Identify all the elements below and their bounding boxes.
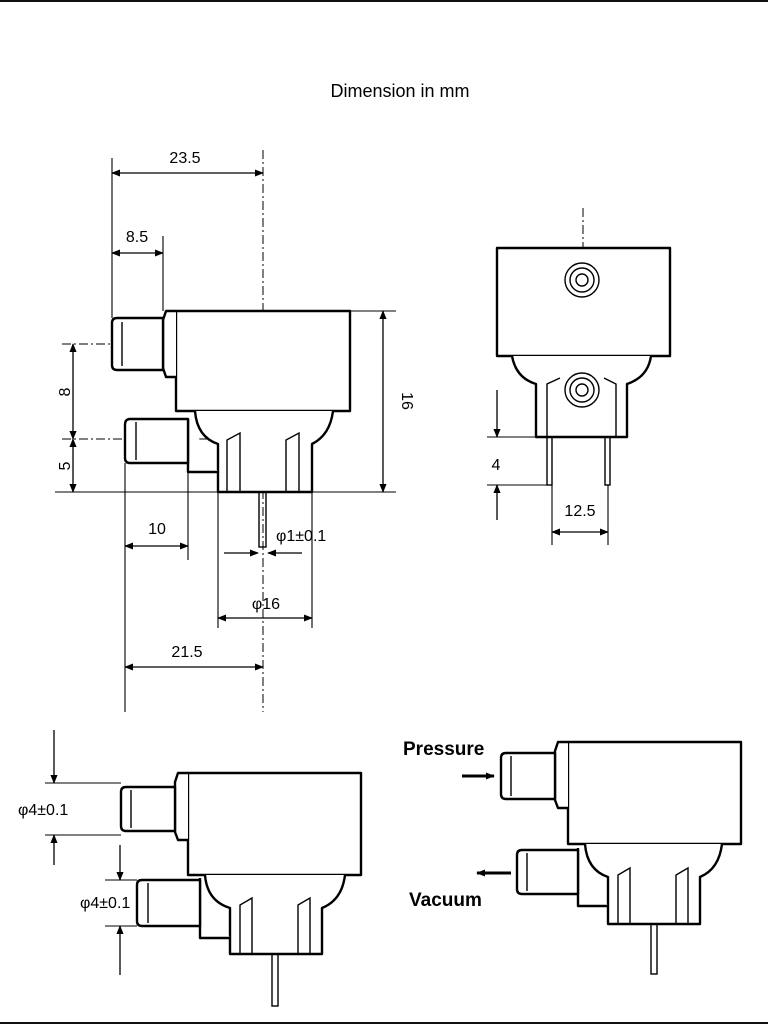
pin-right <box>604 436 611 486</box>
dim-label-23-5: 23.5 <box>169 150 200 167</box>
dim-label-phi4-lower: φ4±0.1 <box>80 895 130 912</box>
dim-label-8-5: 8.5 <box>126 229 148 246</box>
pressure-label: Pressure <box>403 739 484 760</box>
dim-label-phi16: φ16 <box>252 596 280 613</box>
sensor-body-3 <box>186 771 363 877</box>
pressure-vacuum-view: Pressure Vacuum <box>403 739 743 975</box>
dim-label-10: 10 <box>148 521 166 538</box>
dim-label-phi4-upper: φ4±0.1 <box>18 802 68 819</box>
dim-label-12-5: 12.5 <box>564 503 595 520</box>
lower-fitting-icon <box>564 372 600 408</box>
pressure-port-upper <box>110 316 165 372</box>
dim-label-21-5: 21.5 <box>171 644 202 661</box>
dim-label-phi1: φ1±0.1 <box>276 528 326 545</box>
pressure-port-3 <box>119 785 177 833</box>
dim-label-16: 16 <box>398 392 415 410</box>
dim-label-5: 5 <box>57 461 74 470</box>
dim-label-8: 8 <box>57 387 74 396</box>
vacuum-port-4 <box>515 848 580 896</box>
vacuum-port-lower <box>123 417 190 465</box>
front-body <box>495 246 672 358</box>
port-collar-upper <box>161 309 176 379</box>
sensor-body-4 <box>566 740 743 846</box>
drawing-title: Dimension in mm <box>330 81 469 101</box>
sensor-base-3 <box>203 874 347 956</box>
port-collar-upper-3 <box>173 771 188 842</box>
sensor-base-4 <box>583 843 724 926</box>
pin-left <box>546 436 553 486</box>
sensor-base <box>193 410 335 494</box>
side-view: 23.5 8.5 8 5 16 10 φ1±0.1 φ16 21.5 <box>55 150 415 712</box>
vacuum-port-3 <box>135 878 202 928</box>
vacuum-label: Vacuum <box>409 890 482 911</box>
port-diameter-view: φ4±0.1 φ4±0.1 <box>18 730 363 1007</box>
pressure-port-4 <box>499 751 557 801</box>
dim-label-4: 4 <box>492 457 501 474</box>
upper-fitting-icon <box>564 262 600 298</box>
port-collar-upper-4 <box>553 740 568 810</box>
front-view: 4 12.5 <box>487 208 672 545</box>
sensor-body <box>174 309 352 413</box>
